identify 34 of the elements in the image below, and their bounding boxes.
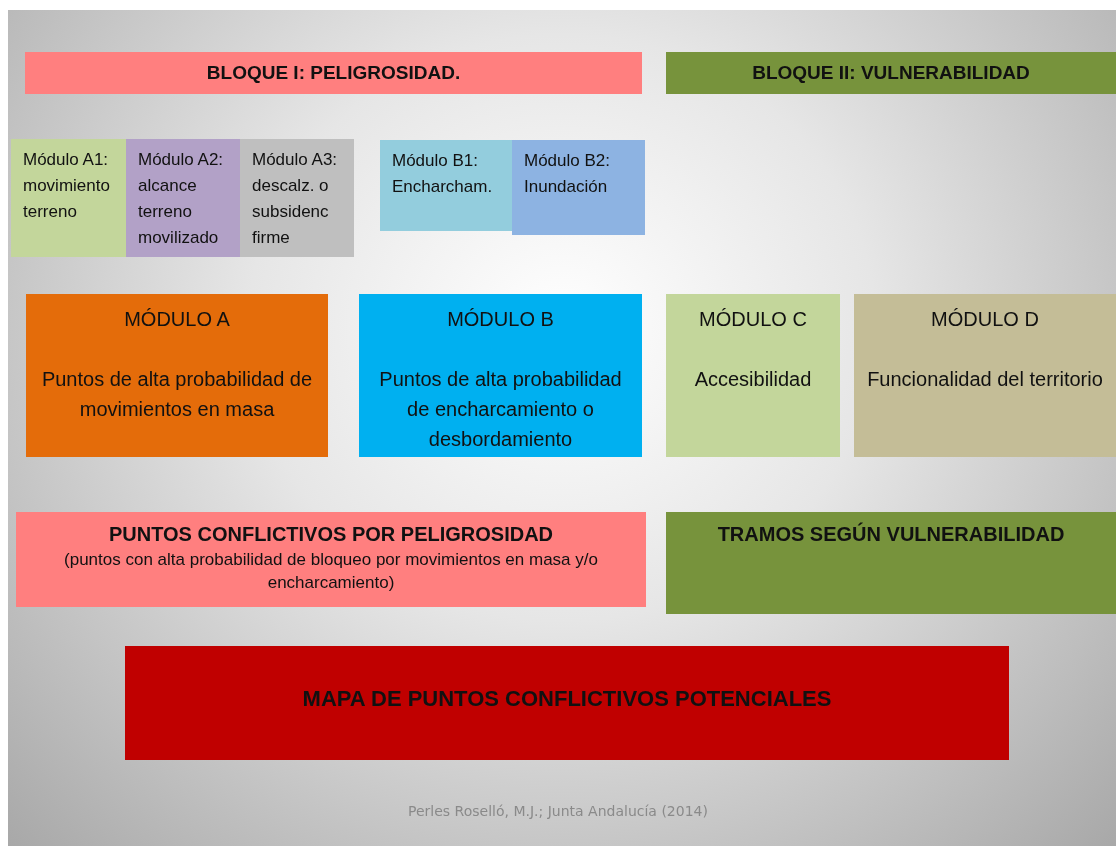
module-title: MÓDULO B — [446, 307, 555, 332]
module-title: MÓDULO C — [698, 307, 808, 332]
block-header-band — [666, 52, 1116, 94]
module-title: MÓDULO A — [123, 307, 231, 332]
submodule-box — [126, 139, 240, 257]
module-description: Puntos de alta probabilidad de encharcamiento o desbordamiento — [378, 367, 623, 452]
result-title: PUNTOS CONFLICTIVOS POR PELIGROSIDAD — [107, 522, 555, 547]
result-title: TRAMOS SEGÚN VULNERABILIDAD — [716, 521, 1066, 547]
module-description: Puntos de alta probabilidad de movimientos en masa — [40, 367, 314, 422]
block-title: BLOQUE II: VULNERABILIDAD — [751, 62, 1031, 84]
submodule-box — [380, 140, 512, 231]
submodule-label: Módulo B1: Encharcham. — [392, 150, 494, 198]
block-title: BLOQUE I: PELIGROSIDAD. — [205, 62, 462, 84]
module-box — [854, 294, 1116, 457]
module-box — [26, 294, 328, 457]
module-description: Funcionalidad del territorio — [866, 367, 1104, 392]
final-map-title: MAPA DE PUNTOS CONFLICTIVOS POTENCIALES — [301, 686, 833, 712]
submodule-label: Módulo B2: Inundación — [524, 150, 611, 198]
result-box — [666, 512, 1116, 614]
block-header-band — [25, 52, 642, 94]
result-box — [16, 512, 646, 607]
submodule-box — [11, 139, 126, 257]
module-box — [666, 294, 840, 457]
module-box — [359, 294, 642, 457]
module-description: Accesibilidad — [693, 367, 813, 392]
submodule-label: Módulo A2: alcance terreno movilizado — [138, 149, 225, 249]
source-caption: Perles Roselló, M.J.; Junta Andalucía (2014) — [407, 803, 709, 819]
final-map-box — [125, 646, 1009, 760]
submodule-label: Módulo A1: movimiento terreno — [23, 149, 111, 223]
submodule-box — [240, 139, 354, 257]
submodule-box — [512, 140, 645, 235]
submodule-label: Módulo A3: descalz. o subsidenc firme — [252, 149, 339, 249]
result-description: (puntos con alta probabilidad de bloqueo por movimientos en masa y/o encharcamiento) — [63, 549, 599, 594]
module-title: MÓDULO D — [930, 307, 1040, 332]
